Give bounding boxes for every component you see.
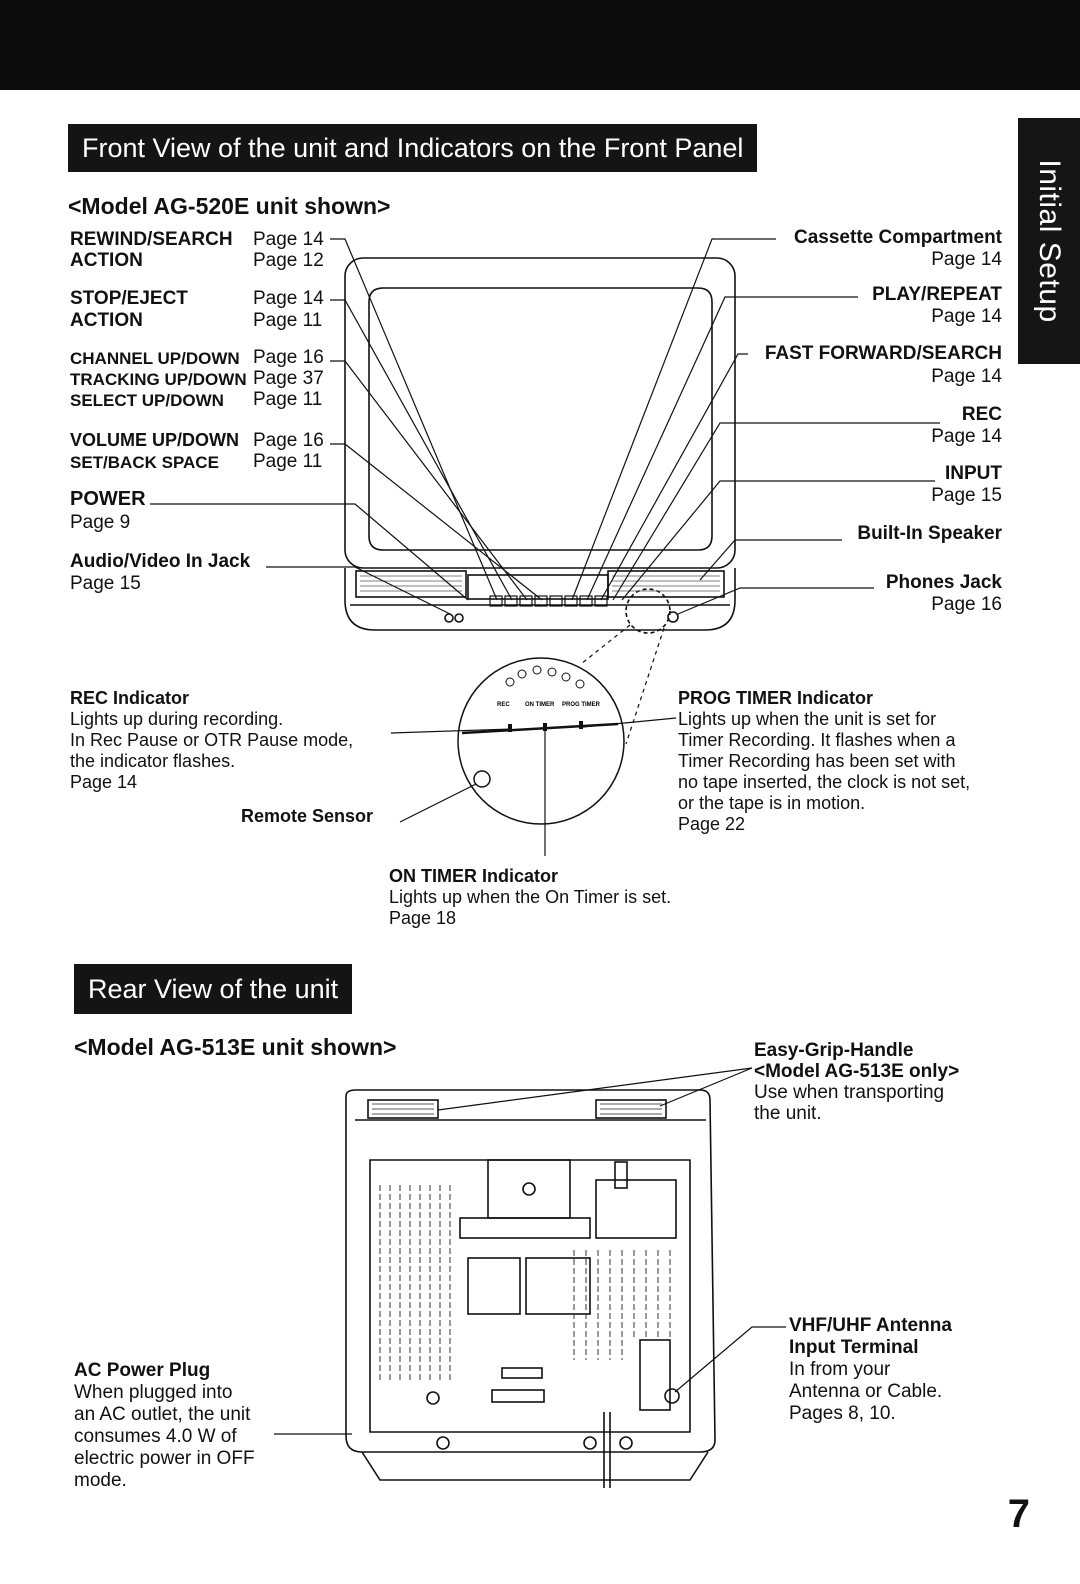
label-play-repeat: PLAY/REPEAT [872,284,1002,305]
ac-plug-block: AC Power Plug When plugged into an AC ou… [74,1360,255,1492]
rec-indicator-block: REC Indicator Lights up during recording… [70,688,353,793]
label-phones-page: Page 16 [931,594,1002,615]
label-stop-eject: STOP/EJECT [70,288,188,309]
label-set-back: SET/BACK SPACE [70,453,219,472]
antenna-title-1: VHF/UHF Antenna [789,1315,952,1336]
label-rec-page: Page 14 [931,426,1002,447]
label-power-page: Page 9 [70,512,131,533]
handle-block: Easy-Grip-Handle <Model AG-513E only> Us… [754,1040,959,1124]
label-stop-eject-page: Page 14 [253,288,324,309]
label-av-jack: Audio/Video In Jack [70,551,251,572]
label-cassette: Cassette Compartment [794,227,1002,248]
front-section-title: Front View of the unit and Indicators on… [68,124,758,172]
tv-base [344,568,736,631]
left-grille [355,570,467,598]
antenna-line-2: Antenna or Cable. [789,1381,943,1402]
on-timer-line-2: Page 18 [389,908,457,928]
label-input: INPUT [945,463,1002,484]
label-set-back-page: Page 11 [253,451,323,472]
ac-plug-line-3: consumes 4.0 W of [74,1426,237,1447]
label-action-2-page: Page 11 [253,310,323,331]
label-ff-search: FAST FORWARD/SEARCH [764,343,1002,364]
rear-view-diagram [274,1067,786,1488]
prog-timer-line-4: no tape inserted, the clock is not set, [678,772,971,792]
label-tracking: TRACKING UP/DOWN [70,370,247,389]
label-select: SELECT UP/DOWN [70,391,224,410]
label-volume: VOLUME UP/DOWN [70,430,239,450]
antenna-terminal-box [639,1339,671,1411]
on-timer-line-1: Lights up when the On Timer is set. [389,887,672,907]
remote-sensor-label: Remote Sensor [241,806,374,826]
label-action-1: ACTION [70,250,143,271]
right-grille [607,570,725,598]
ac-plug-line-2: an AC outlet, the unit [74,1404,251,1425]
handle-line-2: the unit. [754,1103,822,1124]
panel-mark-prog-timer: PROG TIMER [562,702,601,708]
label-volume-page: Page 16 [253,430,324,451]
label-cassette-page: Page 14 [931,249,1002,270]
prog-timer-line-6: Page 22 [678,814,746,834]
rec-indicator-line-1: Lights up during recording. [70,709,284,729]
label-tracking-page: Page 37 [253,368,324,389]
antenna-line-3: Pages 8, 10. [789,1403,896,1424]
rec-indicator-title: REC Indicator [70,688,190,708]
handle-title: Easy-Grip-Handle [754,1040,914,1061]
panel-mark-rec: REC [497,702,510,708]
handle-line-1: Use when transporting [754,1082,945,1103]
label-phones: Phones Jack [885,572,1002,593]
label-power: POWER [70,488,146,510]
label-rec: REC [961,404,1002,425]
rec-indicator-line-4: Page 14 [70,772,138,792]
label-select-page: Page 11 [253,389,323,410]
panel-mark-on-timer: ON TIMER [525,702,555,708]
prog-timer-block: PROG TIMER Indicator Lights up when the … [678,688,970,835]
tv-body [344,257,736,569]
right-handle [595,1099,667,1119]
rear-section-title: Rear View of the unit [74,964,353,1014]
remote-sensor-window [473,770,491,788]
page-number: 7 [1007,1492,1030,1536]
side-tab: Initial Setup [1018,118,1080,364]
label-action-2: ACTION [70,310,143,331]
handle-subtitle: <Model AG-513E only> [754,1061,960,1082]
prog-timer-title: PROG TIMER Indicator [678,688,874,708]
prog-timer-line-1: Lights up when the unit is set for [678,709,937,729]
label-channel-page: Page 16 [253,347,324,368]
label-play-repeat-page: Page 14 [931,306,1002,327]
rear-cabinet [345,1089,716,1453]
label-speaker: Built-In Speaker [857,523,1002,544]
antenna-block: VHF/UHF Antenna Input Terminal In from y… [789,1315,952,1425]
antenna-title-2: Input Terminal [789,1337,919,1358]
rear-model-caption: <Model AG-513E unit shown> [74,1034,397,1060]
rec-indicator-line-2: In Rec Pause or OTR Pause mode, [70,730,354,750]
label-ff-search-page: Page 14 [931,366,1002,387]
top-black-bar [0,0,1080,90]
prog-timer-line-3: Timer Recording has been set with [678,751,956,771]
label-channel: CHANNEL UP/DOWN [70,349,240,368]
prog-timer-line-2: Timer Recording. It flashes when a [678,730,956,750]
label-input-page: Page 15 [931,485,1002,506]
rec-indicator-line-3: the indicator flashes. [70,751,236,771]
rear-panel [369,1159,691,1433]
front-model-caption: <Model AG-520E unit shown> [68,193,391,219]
label-av-jack-page: Page 15 [70,573,141,594]
label-rewind-search: REWIND/SEARCH [70,229,233,250]
ac-plug-title: AC Power Plug [74,1360,211,1381]
ac-plug-line-4: electric power in OFF [74,1448,255,1469]
ac-plug-line-5: mode. [74,1470,127,1491]
zoom-panel [457,657,625,825]
label-action-1-page: Page 12 [253,250,324,271]
on-timer-title: ON TIMER Indicator [389,866,559,886]
prog-timer-line-5: or the tape is in motion. [678,793,866,813]
left-handle [367,1099,439,1119]
on-timer-block: ON TIMER Indicator Lights up when the On… [389,866,671,929]
front-view-diagram: REC ON TIMER PROG TIMER [150,238,940,856]
antenna-line-1: In from your [789,1359,891,1380]
ac-plug-line-1: When plugged into [74,1382,233,1403]
label-rewind-search-page: Page 14 [253,229,324,250]
